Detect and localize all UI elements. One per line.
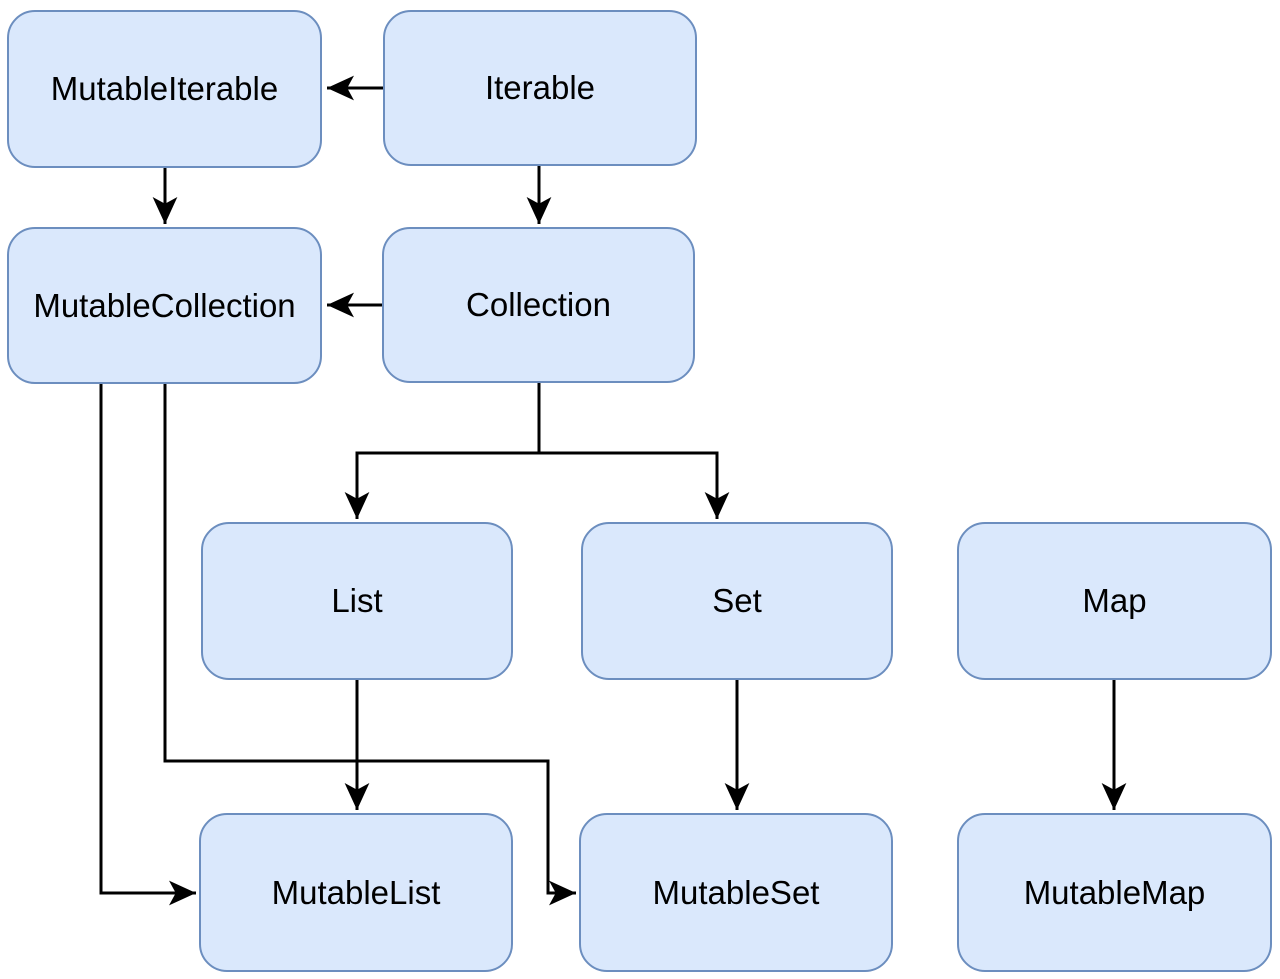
node-map: Map bbox=[957, 522, 1272, 680]
node-collection: Collection bbox=[382, 227, 695, 383]
node-mutable-collection-label: MutableCollection bbox=[33, 286, 296, 324]
node-mutable-collection: MutableCollection bbox=[7, 227, 322, 384]
node-mutable-map-label: MutableMap bbox=[1023, 873, 1206, 911]
node-iterable-label: Iterable bbox=[484, 69, 596, 106]
node-list-label: List bbox=[331, 582, 383, 619]
edge-collection-to-set bbox=[537, 383, 730, 519]
edge-collection-to-list bbox=[344, 383, 541, 519]
node-collection-label: Collection bbox=[466, 286, 611, 323]
node-set-label: Set bbox=[712, 582, 762, 619]
node-mutable-list: MutableList bbox=[199, 813, 513, 972]
node-mutable-list-label: MutableList bbox=[271, 873, 441, 911]
node-list: List bbox=[201, 522, 513, 680]
node-iterable: Iterable bbox=[383, 10, 697, 166]
edge-mutablecollection-to-mutablelist bbox=[99, 384, 196, 906]
node-mutable-set-label: MutableSet bbox=[652, 873, 820, 911]
node-mutable-iterable: MutableIterable bbox=[7, 10, 322, 168]
node-mutable-set: MutableSet bbox=[579, 813, 893, 972]
node-set: Set bbox=[581, 522, 893, 680]
node-mutable-iterable-label: MutableIterable bbox=[50, 70, 279, 107]
node-mutable-map: MutableMap bbox=[957, 813, 1272, 972]
node-map-label: Map bbox=[1082, 582, 1147, 619]
